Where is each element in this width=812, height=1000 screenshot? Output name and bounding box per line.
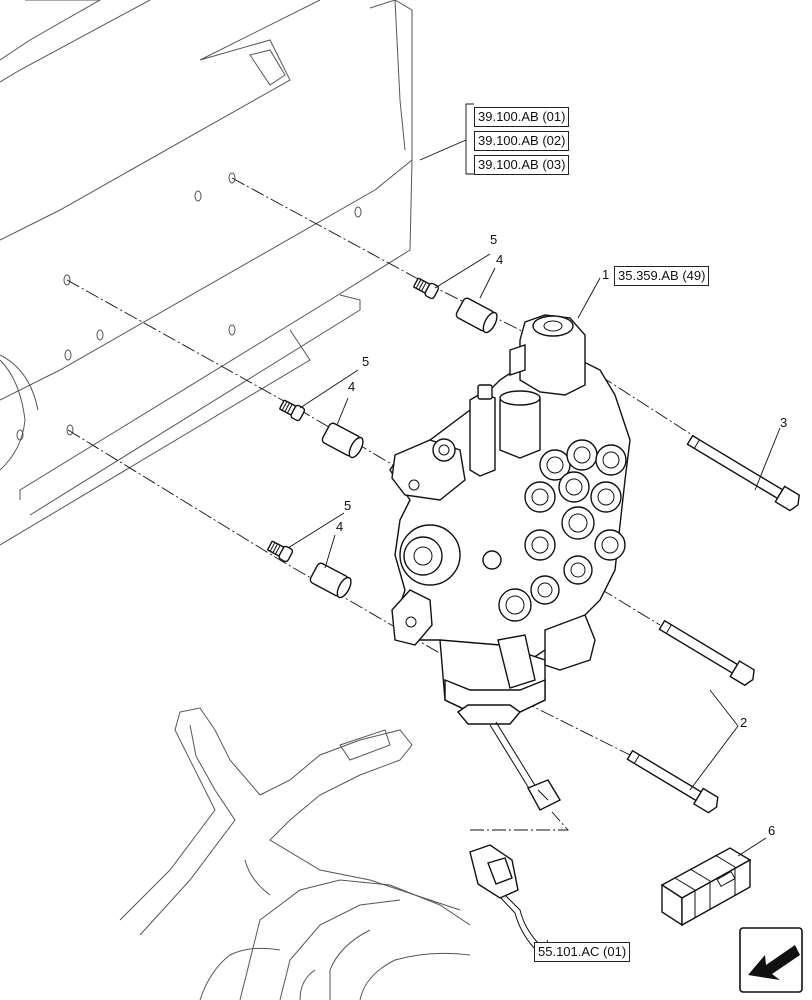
harness-connector (469, 844, 541, 949)
frame-reference-3[interactable]: 39.100.AB (03) (474, 155, 570, 175)
callout-spacer-top: 4 (496, 252, 504, 267)
callout-spacer-bottom: 4 (336, 519, 344, 534)
callout-screw-middle: 5 (362, 354, 370, 369)
callout-bolt-top: 3 (780, 415, 788, 430)
frame-reference-2[interactable]: 39.100.AB (02) (474, 131, 570, 151)
callout-screw-top: 5 (490, 232, 498, 247)
kit-box-icon (660, 847, 752, 927)
screw-5-middle (279, 399, 306, 422)
frame-reference-bracket (419, 103, 474, 175)
callout-kit: 6 (768, 823, 776, 838)
bolt-2-upper (658, 619, 755, 687)
callout-spacer-middle: 4 (348, 379, 356, 394)
harness-reference[interactable]: 55.101.AC (01) (534, 942, 631, 962)
chassis-frame (0, 0, 413, 546)
spacer-4-top (455, 297, 498, 334)
leader-lines (287, 253, 781, 949)
spacer-4-middle (321, 422, 364, 459)
bolt-2-lower (626, 749, 719, 814)
navigation-arrow-icon (739, 927, 803, 993)
frame-reference-1[interactable]: 39.100.AB (01) (474, 107, 570, 127)
callout-bolt-pair: 2 (740, 715, 748, 730)
bolt-3 (686, 434, 800, 512)
callout-screw-bottom: 5 (344, 498, 352, 513)
spacer-4-bottom (309, 562, 352, 599)
screw-5-bottom (267, 540, 294, 563)
callout-valve: 1 (602, 267, 610, 282)
screw-5-top (413, 277, 440, 300)
sensor-cable (489, 721, 561, 811)
valve-reference[interactable]: 35.359.AB (49) (614, 266, 710, 286)
control-valve (389, 314, 631, 725)
wiring-harness (119, 707, 471, 1000)
